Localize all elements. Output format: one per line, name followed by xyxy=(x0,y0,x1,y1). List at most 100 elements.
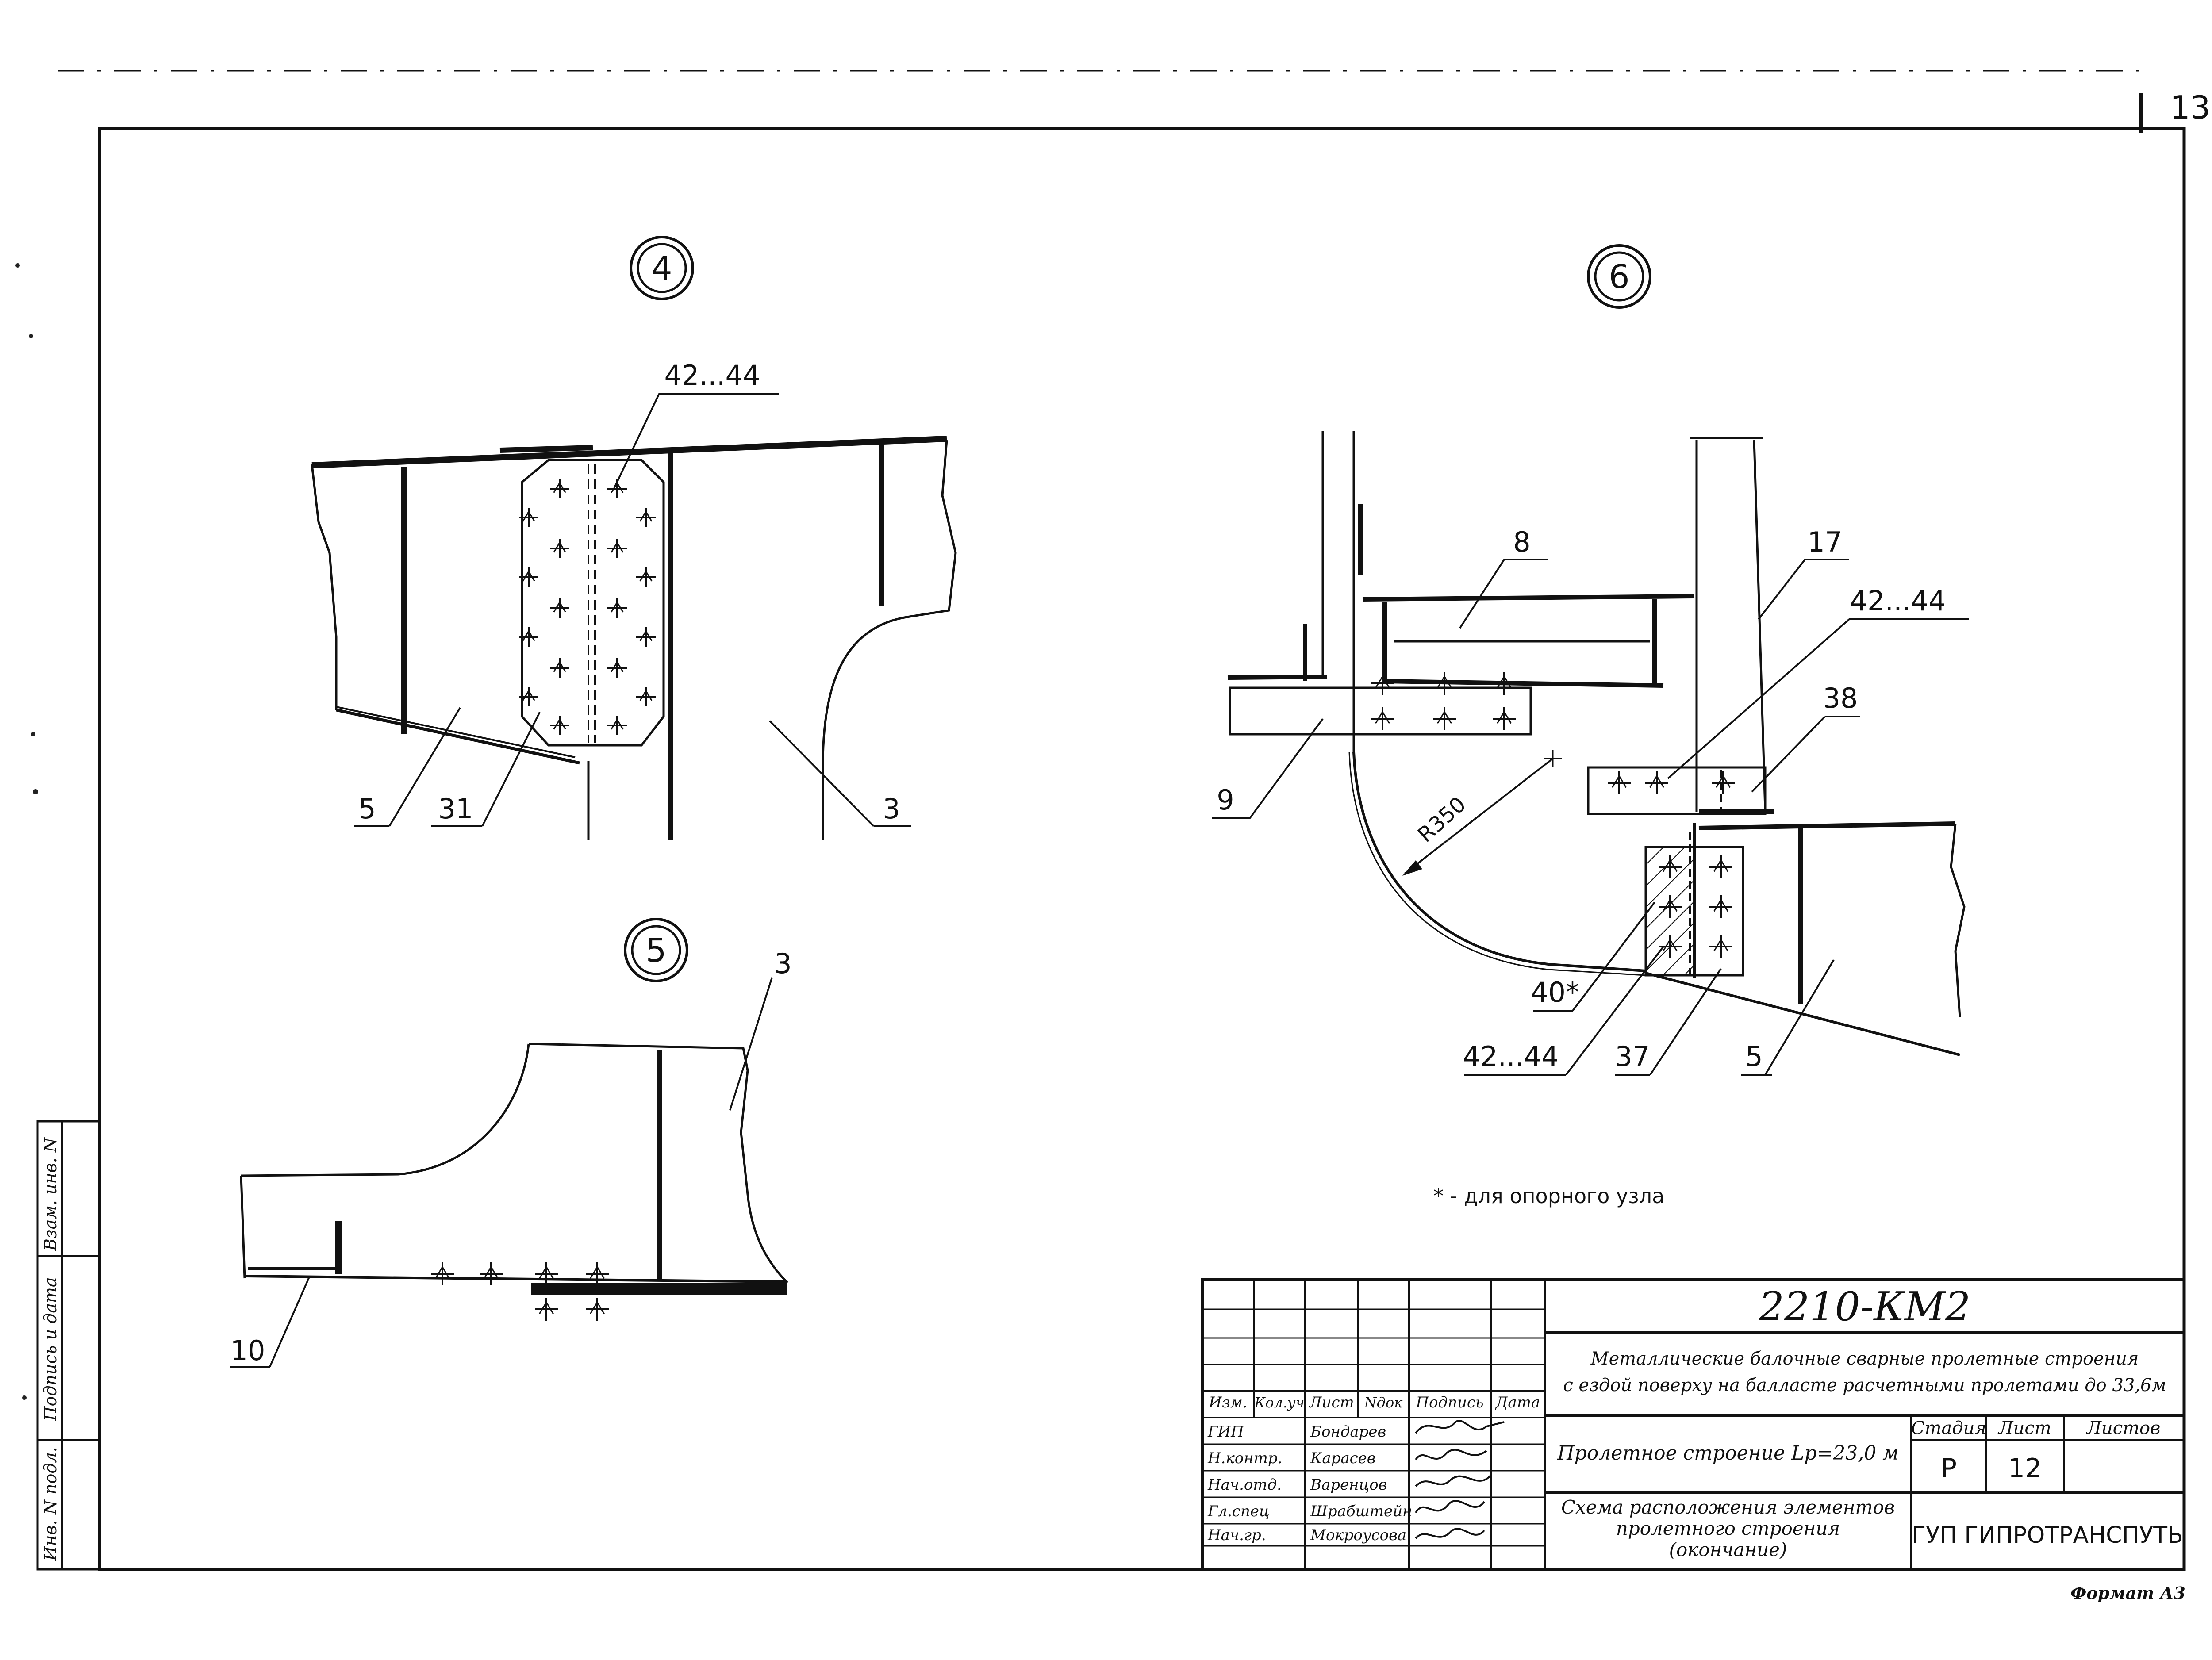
detail-6-label-40: 40* xyxy=(1531,976,1579,1008)
detail-6-radius-arrow xyxy=(1402,860,1422,876)
side-stamp-signature-date: Подпись и дата xyxy=(41,1277,60,1421)
bolt-symbol xyxy=(1612,774,1627,788)
tb-header-date: Дата xyxy=(1495,1394,1540,1411)
bolt-symbol xyxy=(639,570,653,582)
detail-4-splice-plate-top xyxy=(499,445,593,453)
detail-4-marker-outer xyxy=(630,236,694,300)
detail-5-fillet-outline xyxy=(241,1043,530,1177)
tb-project-line-1: Металлические балочные сварные пролетные… xyxy=(1590,1349,2139,1369)
bolt-symbol xyxy=(1716,774,1731,788)
side-stamp-replace-inv: Взам. инв. N xyxy=(41,1137,60,1251)
detail-6-leader-38 xyxy=(1751,716,1826,793)
detail-6-bolts xyxy=(1371,672,1735,958)
tb-role-head-group: Нач.гр. xyxy=(1207,1526,1266,1544)
bolt-symbol xyxy=(639,629,653,641)
detail-6-plate-38 xyxy=(1587,766,1767,815)
tb-name-head-group: Мокроусова xyxy=(1310,1526,1406,1544)
bolt-symbol xyxy=(553,541,566,553)
detail-6-leader-37 xyxy=(1649,968,1722,1076)
scan-speck xyxy=(31,732,35,736)
tb-sheets-header: Листов xyxy=(2086,1418,2161,1438)
bolt-symbol xyxy=(484,1265,499,1279)
side-stamp-original-inv: Инв. N подл. xyxy=(41,1447,60,1561)
tb-name-head-dept: Варенцов xyxy=(1310,1476,1387,1494)
detail-6-marker-outer xyxy=(1587,244,1651,309)
detail-4-right-break xyxy=(822,440,957,840)
bolt-symbol xyxy=(639,510,653,522)
bolt-symbol xyxy=(1713,938,1728,952)
title-block-frame xyxy=(1201,1278,2186,1571)
bolt-symbol xyxy=(1497,675,1512,689)
scan-speck xyxy=(33,789,38,794)
detail-4: 4 42...44 5 31 3 xyxy=(311,236,957,840)
detail-6-curved-flange-edge xyxy=(1348,751,1646,976)
detail-4-number: 4 xyxy=(651,249,672,288)
bolt-symbol xyxy=(1713,859,1728,872)
tb-role-chief-spec: Гл.спец xyxy=(1207,1503,1270,1520)
detail-5-label-3: 3 xyxy=(774,947,791,980)
detail-6-radius-label: R350 xyxy=(1413,792,1471,847)
detail-6-label-5: 5 xyxy=(1745,1040,1763,1073)
detail-4-leader-top xyxy=(614,393,660,487)
detail-6-label-9: 9 xyxy=(1217,784,1234,816)
detail-5-cover-plate xyxy=(531,1283,787,1295)
detail-6-beam-5-break xyxy=(1950,823,1966,1018)
tb-header-signature: Подпись xyxy=(1415,1394,1483,1411)
side-stamp-frame xyxy=(36,1120,101,1571)
bolt-symbol xyxy=(611,541,624,553)
bolt-symbol xyxy=(1375,710,1390,724)
tb-sheet-title-2: пролетного строения xyxy=(1616,1518,1840,1539)
detail-6-curved-flange xyxy=(1352,751,1646,972)
bolt-symbol xyxy=(1713,898,1728,912)
tb-role-gip: ГИП xyxy=(1207,1423,1244,1441)
format-label: Формат А3 xyxy=(2070,1583,2185,1603)
tb-name-gip: Бондарев xyxy=(1310,1423,1386,1441)
tb-header-count: Кол.уч xyxy=(1254,1394,1304,1411)
tb-object-name: Пролетное строение Lp=23,0 м xyxy=(1557,1442,1898,1464)
detail-5-marker-inner xyxy=(631,925,681,975)
detail-6-radius-line xyxy=(1404,758,1554,874)
bolt-symbol xyxy=(553,660,566,672)
bolt-symbol xyxy=(522,689,535,701)
tb-stage-header: Стадия xyxy=(1911,1418,1986,1438)
scan-speck xyxy=(29,334,33,338)
detail-5-left-break xyxy=(240,1175,246,1279)
tb-signature-3 xyxy=(1415,1474,1492,1487)
bolt-symbol xyxy=(522,510,535,522)
tb-sheet-title-1: Схема расположения элементов xyxy=(1561,1496,1895,1518)
drawing-frame xyxy=(98,127,2186,1571)
detail-4-leader-31 xyxy=(481,712,541,827)
bolt-symbol xyxy=(639,689,653,701)
detail-6-leader-40 xyxy=(1572,901,1655,1012)
tb-signature-4 xyxy=(1415,1500,1485,1514)
bolt-symbol xyxy=(1497,710,1512,724)
bolt-symbol xyxy=(1663,859,1678,872)
detail-6-member-9 xyxy=(1229,686,1532,736)
scan-speck xyxy=(15,263,20,268)
bolt-symbol xyxy=(553,601,566,613)
title-block: Изм. Кол.уч Лист Nдок Подпись Дата ГИП Б… xyxy=(1201,1278,2186,1571)
bolt-symbol xyxy=(539,1265,554,1279)
detail-6-beam-5-bottom-flange xyxy=(1645,972,1960,1056)
detail-5-bolts xyxy=(431,1262,609,1321)
bolt-symbol xyxy=(611,601,624,613)
tb-header-sheet: Лист xyxy=(1308,1394,1354,1411)
detail-4-splice-plate xyxy=(521,459,665,747)
detail-4-bottom-flange-left xyxy=(336,708,580,765)
detail-4-marker-inner xyxy=(637,243,687,293)
detail-6-leader-42-bottom xyxy=(1565,946,1664,1076)
detail-4-top-flange xyxy=(311,436,947,468)
detail-4-left-break xyxy=(311,464,338,710)
detail-6: 6 R350 xyxy=(1212,244,1969,1076)
tb-name-norm: Карасев xyxy=(1310,1449,1376,1467)
side-stamp: Взам. инв. N Подпись и дата Инв. N подл. xyxy=(36,1120,101,1571)
tb-organization: ГУП ГИПРОТРАНСПУТЬ xyxy=(1912,1522,2183,1549)
detail-5-leader-10 xyxy=(269,1276,311,1367)
detail-6-number: 6 xyxy=(1609,258,1629,296)
detail-6-label-17: 17 xyxy=(1808,526,1843,558)
tb-sheet-header: Лист xyxy=(1997,1418,2051,1438)
bolt-symbol xyxy=(1437,710,1452,724)
bolt-symbol xyxy=(590,1301,605,1315)
detail-4-leader-3 xyxy=(769,720,875,827)
detail-5-marker-outer xyxy=(624,918,688,982)
